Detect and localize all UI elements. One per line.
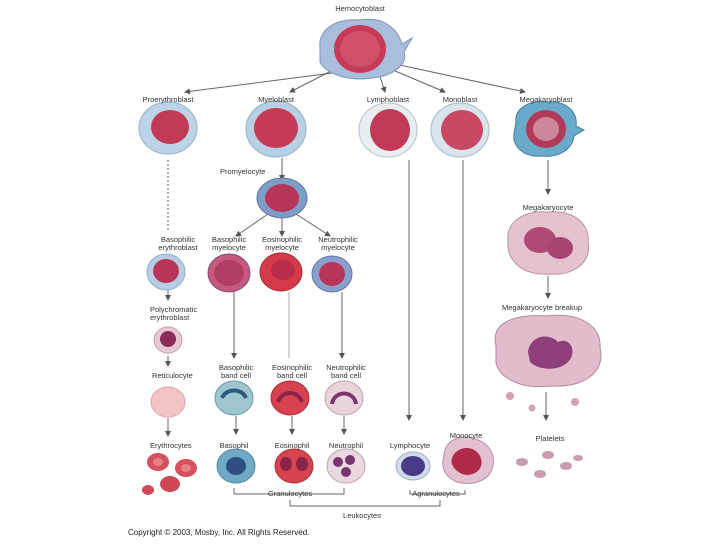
label-lymphocyte: Lymphocyte [389,441,431,450]
eosinophil-cell [274,448,314,484]
basophilic-erythroblast-cell [146,253,186,291]
label-megakaryocyte: Megakaryocyte [522,203,574,212]
label-eosinophilic-myelocyte: Eosinophilic myelocyte [261,235,303,252]
promyelocyte-cell [256,177,308,219]
erythrocytes-cells [142,453,197,495]
proerythroblast-cell [138,101,198,155]
label-neutrophilic-myelocyte: Neutrophilic myelocyte [318,235,358,252]
label-granulocytes: Granulocytes [267,489,313,498]
label-polychromatic-erythroblast: Polychromatic erythroblast [150,305,198,322]
label-neutrophilic-band: Neutrophilic band cell [326,363,366,380]
basophilic-myelocyte-cell [207,253,251,293]
label-monocyte: Monocyte [449,431,483,440]
basophil-cell [216,448,256,484]
myeloblast-cell [245,100,307,158]
label-reticulocyte: Reticulocyte [152,371,193,380]
label-lymphoblast: Lymphoblast [366,95,410,104]
lymphocyte-cell [395,451,431,481]
eosinophilic-band-cell [270,380,310,416]
label-basophilic-erythroblast: Basophilic erythroblast [158,235,198,252]
copyright-notice: Copyright © 2003, Mosby, Inc. All Rights… [128,528,310,537]
neutrophilic-band-cell [324,380,364,416]
platelets-cells [516,451,583,478]
label-myeloblast: Myeloblast [258,95,294,104]
label-hemocytoblast: Hemocytoblast [335,4,385,13]
label-monoblast: Monoblast [442,95,478,104]
hemocytoblast-cell [319,18,414,80]
label-basophil: Basophil [219,441,249,450]
label-agranulocytes: Agranulocytes [412,489,460,498]
reticulocyte-cell [150,386,186,418]
label-basophilic-myelocyte: Basophilic myelocyte [211,235,247,252]
monocyte-cell [442,436,494,484]
label-erythrocytes: Erythrocytes [150,441,192,450]
label-eosinophilic-band: Eosinophilic band cell [271,363,313,380]
neutrophil-cell [326,448,366,484]
label-basophilic-band: Basophilic band cell [218,363,254,380]
megakaryocyte-cell [507,211,590,275]
eosinophilic-myelocyte-cell [259,252,303,292]
label-megakaryocyte-breakup: Megakaryocyte breakup [502,303,583,312]
neutrophilic-myelocyte-cell [311,255,353,293]
polychromatic-erythroblast-cell [153,326,183,354]
label-leukocytes: Leukocytes [343,511,381,520]
label-proerythroblast: Proerythroblast [142,95,194,104]
label-neutrophil: Neutrophil [328,441,364,450]
megakaryoblast-cell [513,101,586,157]
label-megakaryoblast: Megakaryoblast [519,95,573,104]
connection-lines [165,63,551,507]
label-platelets: Platelets [535,434,565,443]
label-promyelocyte: Promyelocyte [220,167,266,176]
monoblast-cell [430,102,490,158]
label-eosinophil: Eosinophil [274,441,310,450]
basophilic-band-cell [214,380,254,416]
lymphoblast-cell [358,102,418,158]
megakaryocyte-breakup-cell [494,314,602,412]
